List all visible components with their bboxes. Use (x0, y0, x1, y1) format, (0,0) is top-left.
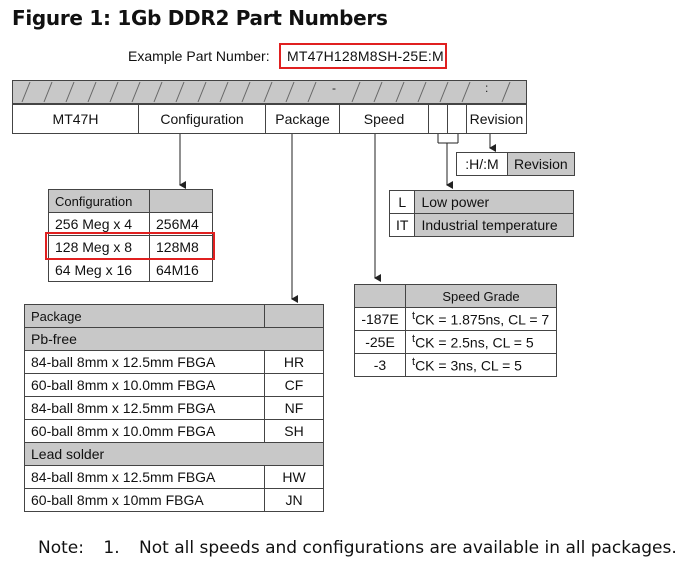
package-cell: 84-ball 8mm x 12.5mm FBGA (24, 350, 265, 374)
configuration-table: Configuration 256 Meg x 4 256M4 128 Meg … (48, 189, 213, 282)
speed-code-cell: -3 (354, 353, 406, 377)
table-row: -3 tCK = 3ns, CL = 5 (354, 353, 557, 377)
field-speed: Speed (339, 104, 429, 134)
package-code-cell: HW (264, 465, 324, 489)
example-label: Example Part Number: (128, 48, 270, 64)
table-row: 60-ball 8mm x 10.0mm FBGA CF (24, 373, 324, 397)
temp-label: Industrial temperature (414, 213, 575, 237)
table-row: IT Industrial temperature (388, 213, 575, 237)
table-row: 84-ball 8mm x 12.5mm FBGA NF (24, 396, 324, 420)
speed-grade-table: Speed Grade -187E tCK = 1.875ns, CL = 7 … (354, 284, 557, 377)
speed-code-cell: -187E (354, 307, 406, 331)
figure-title: Figure 1: 1Gb DDR2 Part Numbers (12, 6, 388, 30)
header-hatching (21, 81, 511, 103)
package-cell: 60-ball 8mm x 10.0mm FBGA (24, 419, 265, 443)
config-header: Configuration (48, 189, 150, 213)
package-header-code (264, 304, 324, 328)
speed-value-cell: tCK = 2.5ns, CL = 5 (405, 330, 557, 354)
field-mt47h: MT47H (12, 104, 139, 134)
package-code-cell: HR (264, 350, 324, 374)
table-row: 128 Meg x 8 128M8 (48, 235, 213, 259)
note-label: Note: (38, 538, 84, 558)
package-cell: 60-ball 8mm x 10.0mm FBGA (24, 373, 265, 397)
example-highlight (279, 43, 447, 69)
revision-label: Revision (507, 152, 575, 176)
speed-header-code (354, 284, 406, 308)
speed-code-cell: -25E (354, 330, 406, 354)
speed-header: Speed Grade (405, 284, 557, 308)
revision-code: :H/:M (456, 152, 508, 176)
power-code: L (388, 190, 416, 214)
table-row: 60-ball 8mm x 10mm FBGA JN (24, 488, 324, 512)
header-colon: : (485, 81, 489, 95)
package-table: Package Pb-free 84-ball 8mm x 12.5mm FBG… (24, 304, 324, 512)
package-cell: 84-ball 8mm x 12.5mm FBGA (24, 465, 265, 489)
table-row: -187E tCK = 1.875ns, CL = 7 (354, 307, 557, 331)
field-configuration: Configuration (138, 104, 266, 134)
note-text: Not all speeds and configurations are av… (139, 538, 677, 558)
power-label: Low power (414, 190, 575, 214)
package-cell: 60-ball 8mm x 10mm FBGA (24, 488, 265, 512)
package-cell: 84-ball 8mm x 12.5mm FBGA (24, 396, 265, 420)
header-dash: - (332, 81, 336, 95)
table-row: 60-ball 8mm x 10.0mm FBGA SH (24, 419, 324, 443)
field-revision: Revision (466, 104, 527, 134)
example-part-number: MT47H128M8SH-25E:M (287, 48, 444, 64)
table-row: 64 Meg x 16 64M16 (48, 258, 213, 282)
field-package: Package (265, 104, 340, 134)
selected-config-highlight (45, 232, 215, 260)
package-code-cell: NF (264, 396, 324, 420)
table-row: -25E tCK = 2.5ns, CL = 5 (354, 330, 557, 354)
revision-table: :H/:M Revision (456, 152, 575, 176)
package-code-cell: JN (264, 488, 324, 512)
speed-value-cell: tCK = 3ns, CL = 5 (405, 353, 557, 377)
table-row: 84-ball 8mm x 12.5mm FBGA HR (24, 350, 324, 374)
speed-value-cell: tCK = 1.875ns, CL = 7 (405, 307, 557, 331)
config-cell: 64 Meg x 16 (48, 258, 150, 282)
power-table: L Low power IT Industrial temperature (388, 190, 575, 237)
temp-code: IT (388, 213, 416, 237)
config-code-cell: 128M8 (149, 235, 213, 259)
config-code-cell: 64M16 (149, 258, 213, 282)
package-code-cell: SH (264, 419, 324, 443)
package-code-cell: CF (264, 373, 324, 397)
package-group-pbfree: Pb-free (24, 327, 324, 351)
package-group-lead: Lead solder (24, 442, 324, 466)
table-row: L Low power (388, 190, 575, 214)
note-number: 1. (103, 538, 120, 558)
package-header: Package (24, 304, 265, 328)
footnote: Note: 1. Not all speeds and configuratio… (38, 538, 677, 558)
table-row: 84-ball 8mm x 12.5mm FBGA HW (24, 465, 324, 489)
config-header-code (149, 189, 213, 213)
